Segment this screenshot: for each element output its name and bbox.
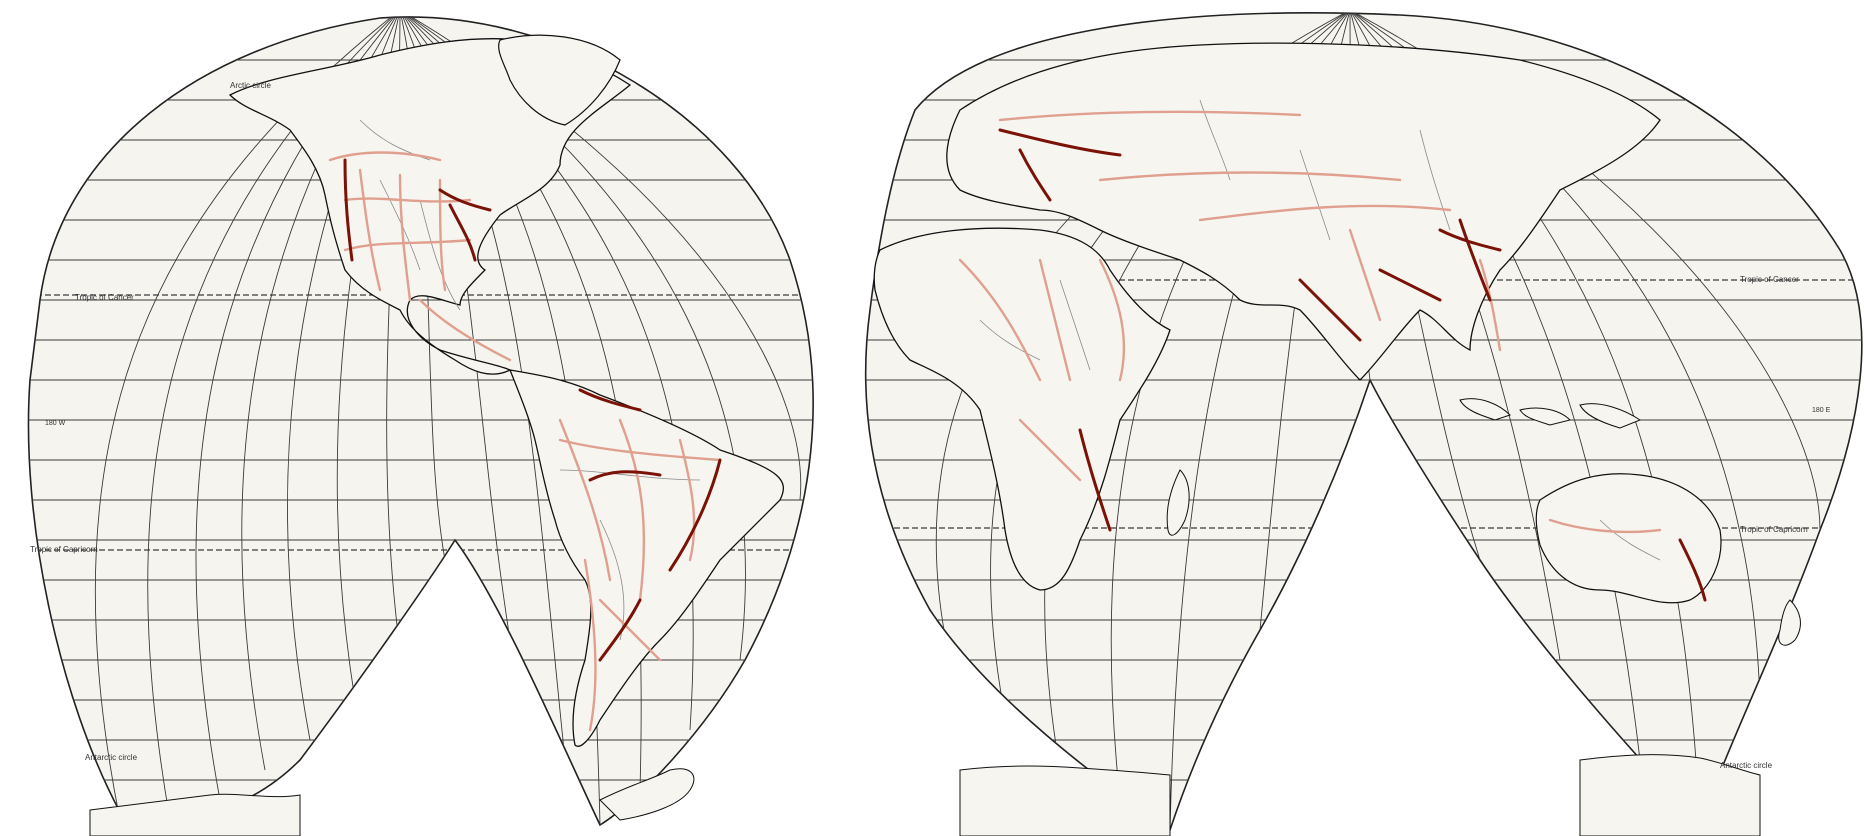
antarctic-circle-label-west: Antarctic circle	[85, 753, 138, 762]
eastern-rivers	[979, 99, 1661, 561]
tropic-of-cancer-label-west: Tropic of Cancer	[75, 293, 134, 302]
antarctic-circle-label-east: Antarctic circle	[1720, 761, 1773, 770]
new-zealand-landmass	[1778, 599, 1801, 646]
eastern-routes-light	[958, 110, 1662, 534]
antarctica-east-landmass	[959, 765, 1171, 836]
western-routes-dark	[343, 158, 722, 662]
western-routes-light	[328, 151, 722, 732]
indonesia-islands	[1459, 398, 1642, 429]
tropic-of-capricorn-label-west: Tropic of Capricorn	[30, 545, 98, 554]
graticule-label-180e: 180 E	[1812, 407, 1831, 414]
tropic-of-cancer-label-east: Tropic of Cancer	[1740, 275, 1799, 284]
greenland-landmass	[498, 34, 621, 126]
tropic-of-capricorn-label-east: Tropic of Capricorn	[1740, 525, 1808, 534]
eastern-routes-dark	[998, 128, 1707, 602]
antarctica-peninsula-landmass	[599, 768, 695, 821]
madagascar-landmass	[1166, 469, 1190, 536]
antarctica-east2-landmass	[1579, 754, 1761, 836]
arctic-circle-label-west: Arctic circle	[230, 81, 271, 90]
western-lobe: Tropic of Cancer Tropic of Capricorn Arc…	[27, 16, 814, 836]
graticule-label-180w: 180 W	[45, 420, 66, 427]
antarctica-west-landmass	[89, 793, 301, 836]
eastern-lobe: Tropic of Cancer Tropic of Capricorn Ant…	[864, 12, 1863, 836]
eurasia-landmass	[946, 42, 1661, 381]
australia-landmass	[1535, 473, 1722, 604]
africa-landmass	[873, 227, 1171, 591]
